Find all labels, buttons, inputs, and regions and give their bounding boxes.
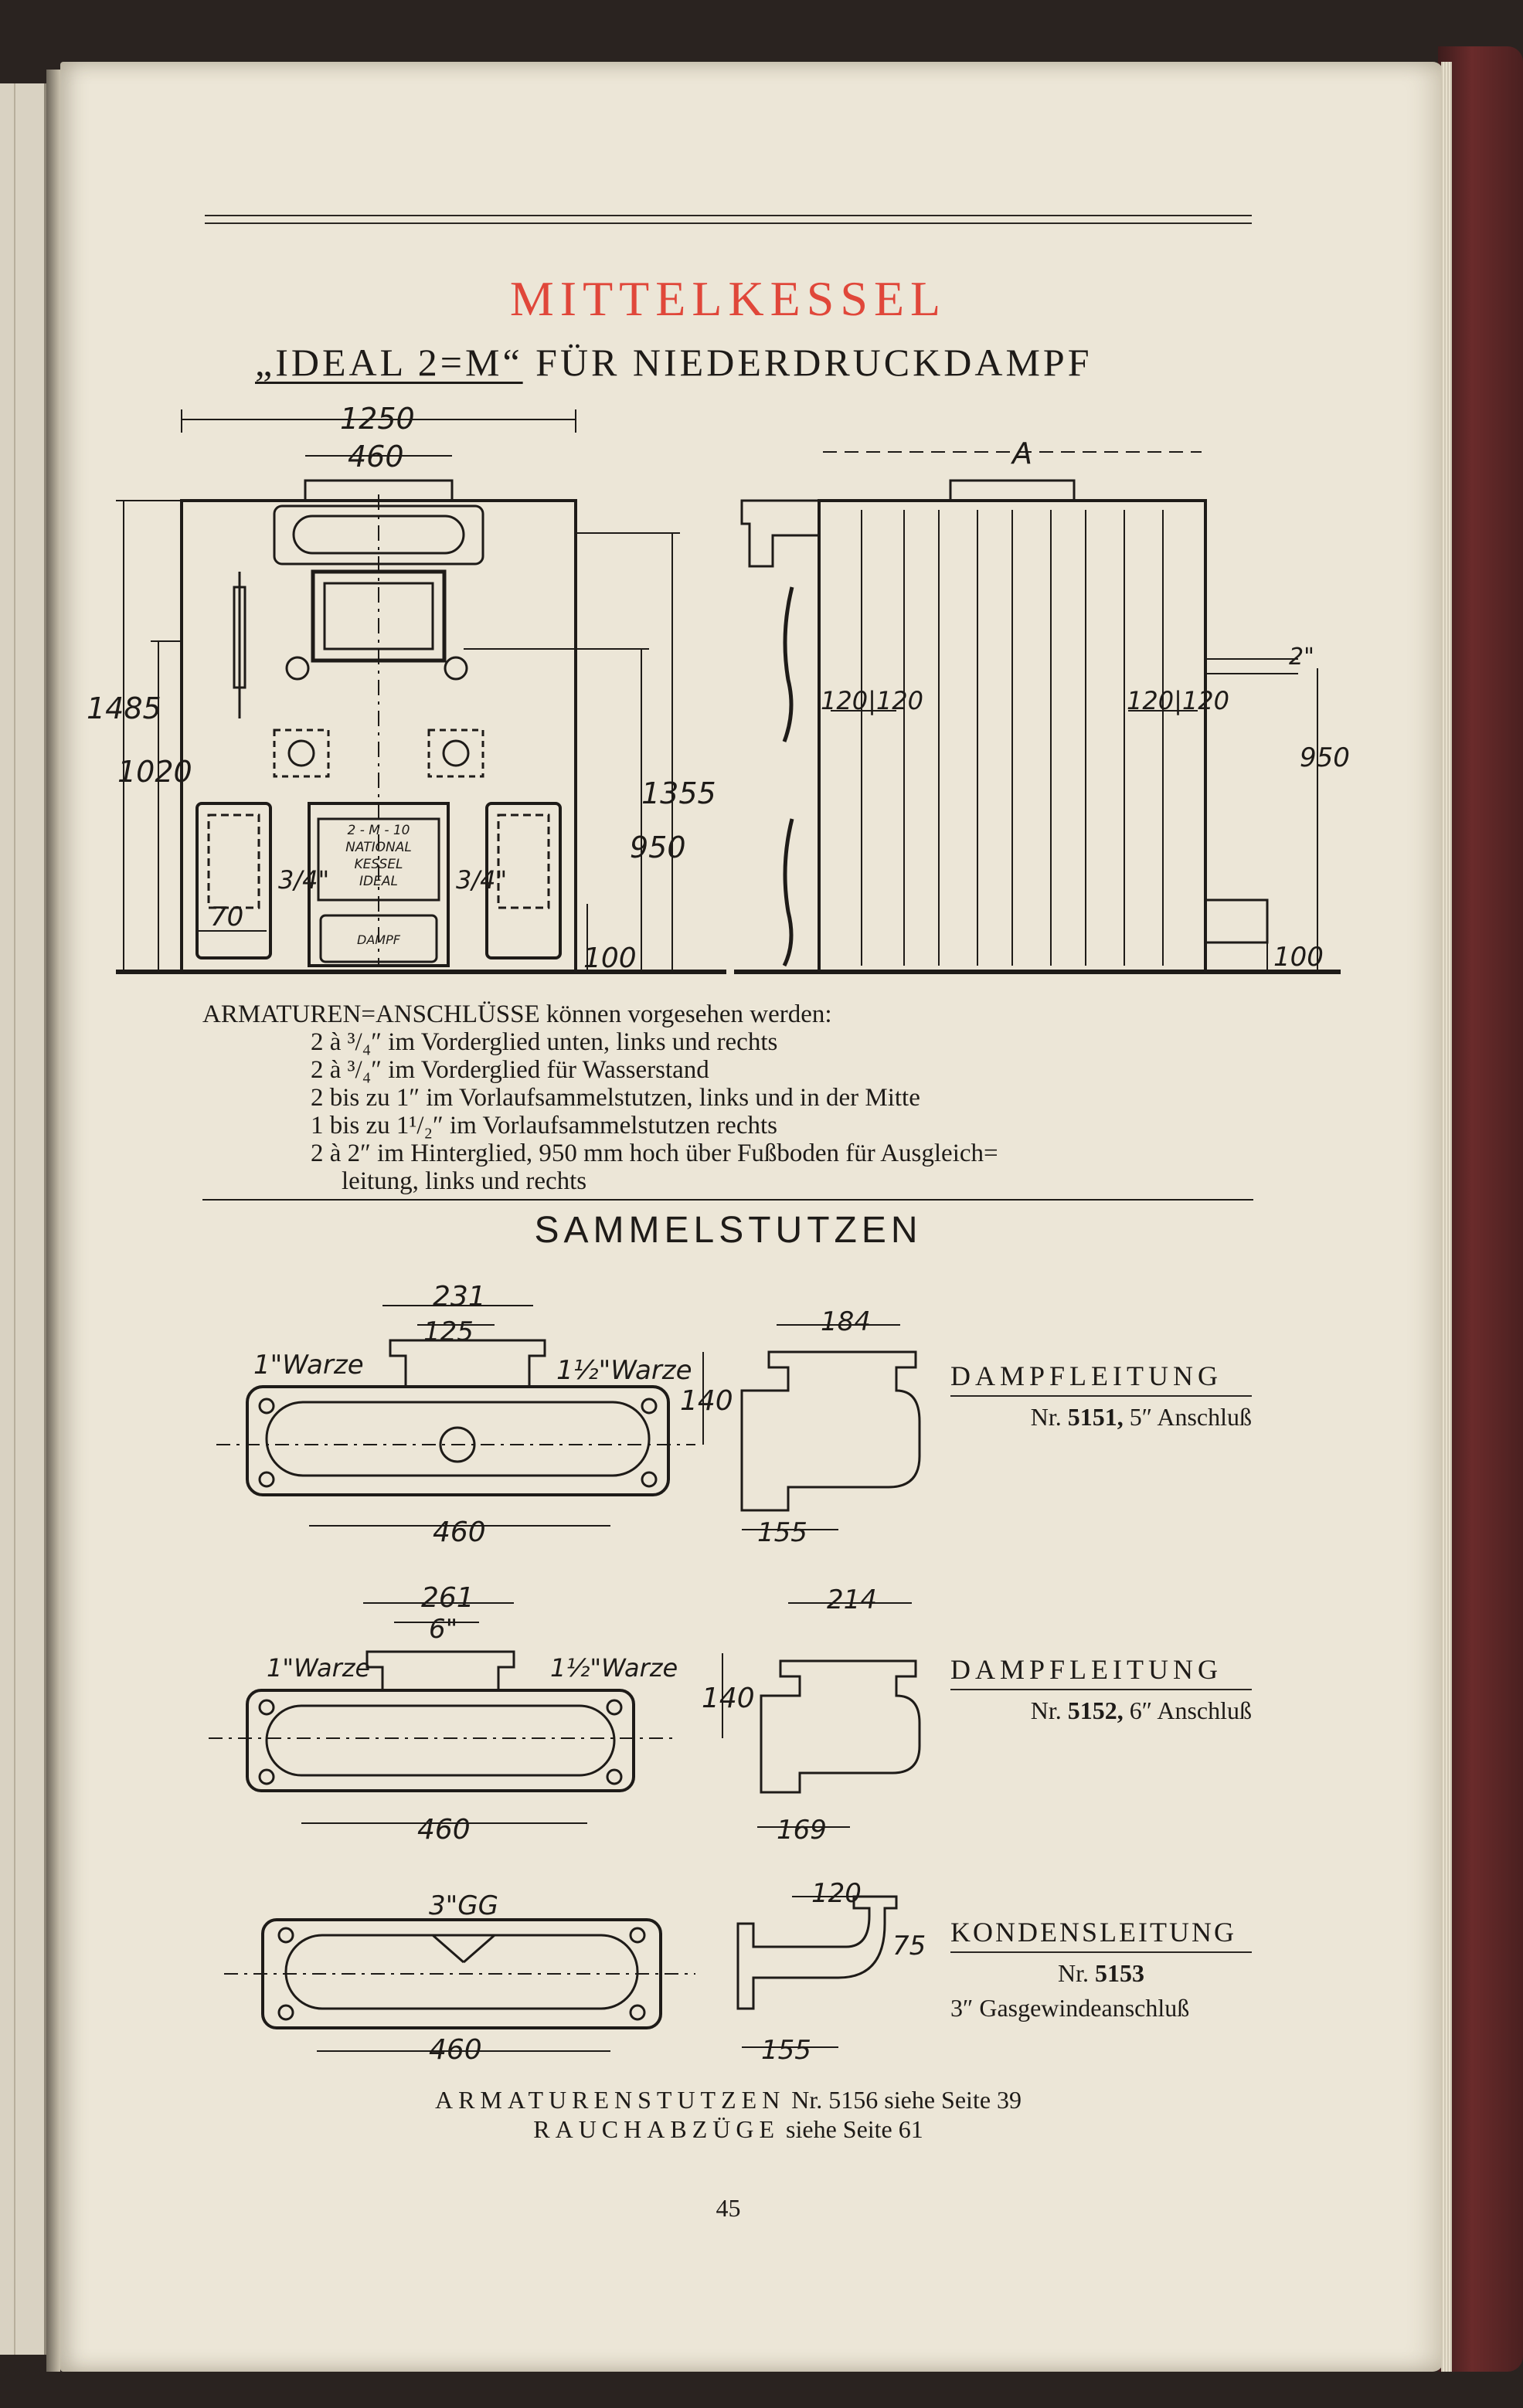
fittings-item-4: 1 bis zu 1¹/₂″ im Vorlaufsammelstutzen r… <box>311 1112 777 1139</box>
fittings-intro: ARMATUREN=ANSCHLÜSSE können vorgesehen w… <box>202 1000 832 1028</box>
fittings-item-5-continuation: leitung, links und rechts <box>342 1167 587 1195</box>
pipe-caption: DAMPFLEITUNG <box>950 1360 1223 1391</box>
pipe-label-5153: KONDENSLEITUNG Nr. 5153 3″ Gasgewindeans… <box>950 1916 1252 2023</box>
pipe-number: 5152, <box>1067 1696 1124 1724</box>
page-subtitle: „IDEAL 2=M“ FÜR NIEDERDRUCKDAMPF <box>255 340 1093 385</box>
subtitle-description: FÜR NIEDERDRUCKDAMPF <box>535 341 1093 384</box>
left-page-edge <box>0 83 46 2355</box>
pipe-connection: 3″ Gasgewindeanschluß <box>950 1994 1190 2022</box>
top-rule-2 <box>205 222 1252 224</box>
pipe-caption: DAMPFLEITUNG <box>950 1654 1223 1685</box>
pipe-caption: KONDENSLEITUNG <box>950 1917 1236 1948</box>
fittings-item-2: 2 à ³/₄″ im Vorderglied für Wasserstand <box>311 1056 709 1084</box>
top-rule <box>205 215 1252 216</box>
fittings-list: ARMATUREN=ANSCHLÜSSE können vorgesehen w… <box>202 1000 1253 1195</box>
pipe-number-line: Nr. 5153 <box>1058 1959 1144 1987</box>
reference-line-2: RAUCHABZÜGE siehe Seite 61 <box>205 2115 1252 2144</box>
page-edge <box>1441 62 1452 2372</box>
pipe-connection: 6″ Anschluß <box>1129 1696 1252 1724</box>
fittings-item-5: 2 à 2″ im Hinterglied, 950 mm hoch über … <box>311 1139 998 1167</box>
collector-section-title: SAMMELSTUTZEN <box>534 1210 923 1251</box>
pipe-caption-rule <box>950 1395 1252 1397</box>
pipe-label-5152: DAMPFLEITUNG Nr. 5152, 6″ Anschluß <box>950 1653 1252 1725</box>
pipe-number: 5153 <box>1095 1959 1144 1987</box>
subtitle-model: „IDEAL 2=M“ <box>255 341 523 384</box>
reference-text-1: Nr. 5156 siehe Seite 39 <box>791 2086 1022 2114</box>
fittings-item-1: 2 à ³/₄″ im Vorderglied unten, links und… <box>311 1028 778 1056</box>
pipe-number-line: Nr. 5151, 5″ Anschluß <box>1030 1403 1252 1431</box>
pipe-number: 5151, <box>1067 1403 1124 1431</box>
pipe-connection: 5″ Anschluß <box>1129 1403 1252 1431</box>
page-number: 45 <box>716 2194 741 2222</box>
reference-label-2: RAUCHABZÜGE <box>533 2115 780 2143</box>
book-cover <box>1438 46 1523 2372</box>
reference-label-1: ARMATURENSTUTZEN <box>434 2086 786 2114</box>
page-title: MITTELKESSEL <box>509 271 947 326</box>
reference-line-1: ARMATURENSTUTZEN Nr. 5156 siehe Seite 39 <box>205 2086 1252 2114</box>
reference-text-2: siehe Seite 61 <box>786 2115 923 2143</box>
book-spine <box>46 70 60 2372</box>
fittings-item-3: 2 bis zu 1″ im Vorlaufsammelstutzen, lin… <box>311 1084 920 1112</box>
pipe-number-line: Nr. 5152, 6″ Anschluß <box>1030 1696 1252 1724</box>
pipe-label-5151: DAMPFLEITUNG Nr. 5151, 5″ Anschluß <box>950 1360 1252 1432</box>
pipe-caption-rule <box>950 1689 1252 1690</box>
pipe-caption-rule <box>950 1951 1252 1953</box>
